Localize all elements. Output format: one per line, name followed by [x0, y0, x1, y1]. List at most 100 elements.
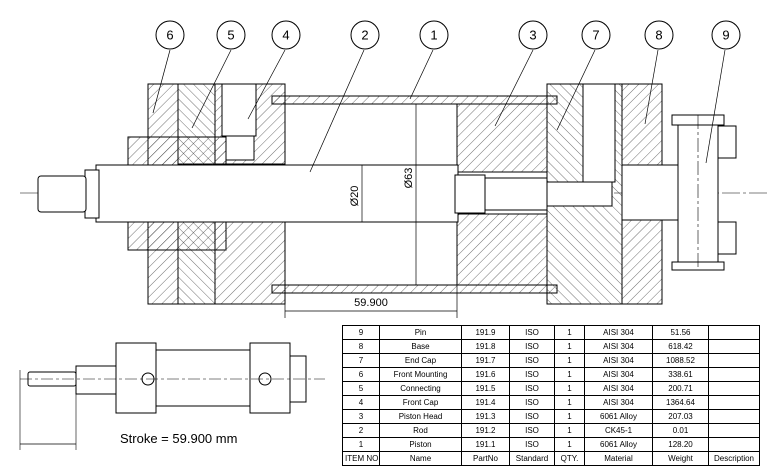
bom-cell: 1 [554, 367, 585, 382]
balloon-9: 9 [711, 20, 741, 50]
balloon-6: 6 [155, 20, 185, 50]
bom-cell: 1 [342, 437, 380, 452]
bom-cell: AISI 304 [584, 353, 653, 368]
bom-cell: 191.6 [461, 367, 510, 382]
connecting-part [127, 83, 227, 305]
bom-cell: ISO [509, 325, 555, 340]
bom-cell: 191.2 [461, 423, 510, 438]
bom-header-cell: ITEM NO. [342, 451, 380, 466]
bom-cell: 51.56 [652, 325, 709, 340]
bom-header-cell: Name [379, 451, 462, 466]
bom-cell: 1 [554, 353, 585, 368]
bom-cell: AISI 304 [584, 339, 653, 354]
bom-cell: Rod [379, 423, 462, 438]
bom-cell: 8 [342, 339, 380, 354]
bom-cell: 191.4 [461, 395, 510, 410]
bom-cell: 1 [554, 381, 585, 396]
balloon-7: 7 [581, 20, 611, 50]
bom-cell: 6061 Alloy [584, 409, 653, 424]
bom-cell: 1 [554, 409, 585, 424]
svg-text:8: 8 [655, 27, 662, 42]
bom-cell: 6061 Alloy [584, 437, 653, 452]
bom-cell: Pin [379, 325, 462, 340]
bom-cell: Front Mounting [379, 367, 462, 382]
bom-cell: 191.9 [461, 325, 510, 340]
bom-header-cell: Weight [652, 451, 709, 466]
bom-cell: AISI 304 [584, 395, 653, 410]
balloon-2: 2 [350, 20, 380, 50]
stroke-caption: Stroke = 59.900 mm [120, 431, 237, 446]
bom-cell [708, 381, 760, 396]
bom-cell: ISO [509, 437, 555, 452]
svg-text:4: 4 [282, 27, 289, 42]
bom-cell: 2 [342, 423, 380, 438]
bom-cell: Front Cap [379, 395, 462, 410]
bom-cell: ISO [509, 409, 555, 424]
bom-cell [708, 339, 760, 354]
bom-cell: Connecting [379, 381, 462, 396]
balloons: 6 5 4 2 1 3 7 8 9 [155, 20, 741, 50]
bom-header-cell: Material [584, 451, 653, 466]
bom-cell [708, 325, 760, 340]
balloon-1: 1 [419, 20, 449, 50]
bom-cell: 9 [342, 325, 380, 340]
balloon-8: 8 [644, 20, 674, 50]
bom-cell: 191.7 [461, 353, 510, 368]
svg-text:7: 7 [592, 27, 599, 42]
bom-cell: 5 [342, 381, 380, 396]
svg-text:9: 9 [722, 27, 729, 42]
bom-cell [708, 437, 760, 452]
base-part [621, 83, 679, 305]
bom-cell: 191.1 [461, 437, 510, 452]
svg-text:5: 5 [227, 27, 234, 42]
side-view [19, 342, 325, 450]
svg-text:6: 6 [166, 27, 173, 42]
piston-head-part [456, 103, 548, 286]
bom-cell [708, 367, 760, 382]
bom-header-cell: Description [708, 451, 760, 466]
svg-text:3: 3 [529, 27, 536, 42]
bom-cell: ISO [509, 395, 555, 410]
bom-cell: Base [379, 339, 462, 354]
bom-cell: 1 [554, 339, 585, 354]
bom-cell: 1 [554, 423, 585, 438]
balloon-5: 5 [216, 20, 246, 50]
bom-cell: ISO [509, 423, 555, 438]
bom-cell: 1088.52 [652, 353, 709, 368]
bom-cell: 191.8 [461, 339, 510, 354]
bom-header-cell: Standard [509, 451, 555, 466]
bom-cell: 618.42 [652, 339, 709, 354]
bom-cell: 200.71 [652, 381, 709, 396]
bom-cell: 4 [342, 395, 380, 410]
bom-cell: Piston [379, 437, 462, 452]
bom-cell: 338.61 [652, 367, 709, 382]
rod-part [37, 164, 613, 223]
bom-cell: 7 [342, 353, 380, 368]
bom-cell: Piston Head [379, 409, 462, 424]
balloon-4: 4 [271, 20, 301, 50]
bom-cell: AISI 304 [584, 381, 653, 396]
bom-cell: 207.03 [652, 409, 709, 424]
bore-diameter-dimension: Ø63 [403, 168, 415, 189]
svg-text:2: 2 [361, 27, 368, 42]
bom-cell: End Cap [379, 353, 462, 368]
bom-cell: 1 [554, 325, 585, 340]
bom-cell: 3 [342, 409, 380, 424]
bom-cell: CK45-1 [584, 423, 653, 438]
bom-cell: ISO [509, 381, 555, 396]
bom-cell: 1 [554, 395, 585, 410]
bom-cell: AISI 304 [584, 325, 653, 340]
balloon-3: 3 [518, 20, 548, 50]
bom-cell: 191.5 [461, 381, 510, 396]
bom-cell: AISI 304 [584, 367, 653, 382]
bom-cell [708, 409, 760, 424]
bom-cell: 0.01 [652, 423, 709, 438]
